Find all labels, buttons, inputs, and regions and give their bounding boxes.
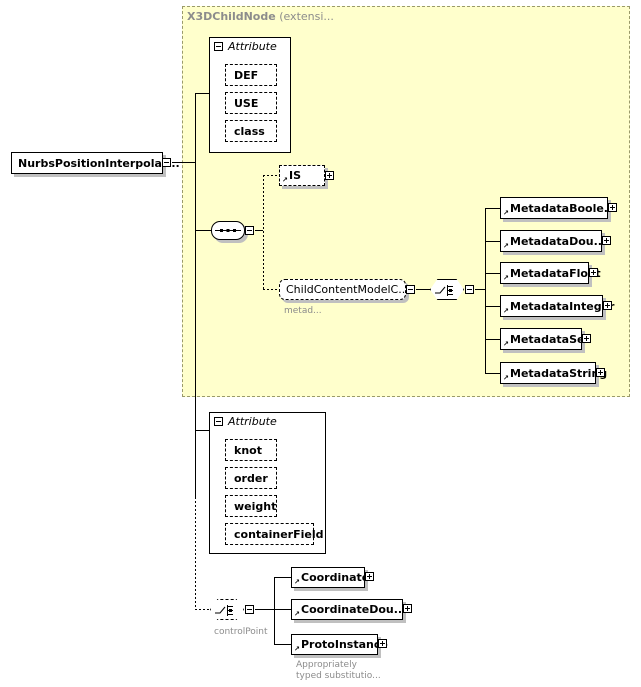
metadata-float-element[interactable]: ↗ MetadataFloat (500, 262, 601, 284)
expand-icon[interactable] (403, 604, 412, 613)
attribute-group-label: Attribute (228, 415, 277, 428)
reference-arrow-icon: ↗ (503, 340, 509, 348)
expand-icon[interactable] (589, 268, 598, 277)
expand-icon[interactable] (582, 334, 591, 343)
proto-instance-element[interactable]: ↗ ProtoInstance (291, 634, 388, 655)
metadata-boolean-element[interactable]: ↗ MetadataBoole... (500, 197, 616, 219)
collapse-icon[interactable] (162, 158, 171, 167)
reference-arrow-icon: ↗ (503, 307, 509, 315)
expand-icon[interactable] (596, 368, 605, 377)
group-annotation: metad... (284, 306, 322, 316)
reference-arrow-icon: ↗ (503, 242, 509, 250)
expand-icon[interactable] (378, 639, 387, 648)
is-element[interactable]: ↗ IS (279, 165, 325, 186)
extension-title: X3DChildNode (extensi... (187, 10, 334, 23)
attribute-group-label: Attribute (228, 40, 277, 53)
collapse-icon[interactable] (465, 285, 474, 294)
sequence-icon (215, 229, 241, 232)
metadata-double-element[interactable]: ↗ MetadataDou... (500, 230, 606, 252)
attribute-def[interactable]: DEF (225, 64, 277, 86)
control-point-choice-compositor[interactable] (210, 599, 244, 620)
control-point-annotation: controlPoint (214, 627, 268, 637)
proto-instance-annotation-line2: typed substitutio... (296, 671, 381, 681)
expand-icon[interactable] (325, 171, 334, 180)
collapse-icon[interactable] (214, 42, 223, 51)
reference-arrow-icon: ↗ (503, 274, 509, 282)
collapse-icon[interactable] (214, 417, 223, 426)
root-element-nurbs-position-interpolator[interactable]: NurbsPositionInterpolat... (11, 152, 180, 174)
choice-icon (435, 285, 453, 296)
expand-icon[interactable] (602, 236, 611, 245)
attribute-use[interactable]: USE (225, 92, 277, 114)
collapse-icon[interactable] (245, 226, 254, 235)
metadata-string-element[interactable]: ↗ MetadataString (500, 362, 607, 384)
metadata-integer-element[interactable]: ↗ MetadataInteger (500, 295, 614, 317)
reference-arrow-icon: ↗ (503, 374, 509, 382)
reference-arrow-icon: ↗ (294, 578, 300, 586)
attribute-order[interactable]: order (225, 467, 277, 489)
collapse-icon[interactable] (406, 285, 415, 294)
metadata-set-element[interactable]: ↗ MetadataSet (500, 328, 590, 350)
attribute-class[interactable]: class (225, 120, 277, 142)
expand-icon[interactable] (365, 572, 374, 581)
reference-arrow-icon: ↗ (294, 610, 300, 618)
choice-icon (215, 605, 233, 616)
child-content-model-group[interactable]: ChildContentModelC... (279, 279, 409, 300)
collapse-icon[interactable] (245, 605, 254, 614)
expand-icon[interactable] (603, 301, 612, 310)
expand-icon[interactable] (608, 203, 617, 212)
coordinate-double-element[interactable]: ↗ CoordinateDou... (291, 599, 406, 620)
choice-compositor[interactable] (430, 279, 464, 300)
reference-arrow-icon: ↗ (282, 176, 288, 184)
sequence-compositor[interactable] (211, 221, 245, 240)
proto-instance-annotation-line1: Appropriately (296, 660, 357, 670)
reference-arrow-icon: ↗ (503, 209, 509, 217)
reference-arrow-icon: ↗ (294, 645, 300, 653)
attribute-knot[interactable]: knot (225, 439, 277, 461)
attribute-weight[interactable]: weight (225, 495, 277, 517)
coordinate-element[interactable]: ↗ Coordinate (291, 567, 369, 588)
attribute-container-field[interactable]: containerField (225, 523, 323, 545)
